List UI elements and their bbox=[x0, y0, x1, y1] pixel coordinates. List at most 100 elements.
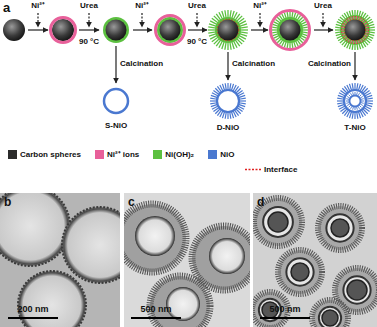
spike bbox=[222, 11, 224, 19]
nioh2-shell bbox=[215, 17, 241, 43]
arrow bbox=[88, 13, 89, 27]
legend-text: Ni²⁺ ions bbox=[107, 151, 139, 159]
interface bbox=[342, 17, 369, 44]
spikes bbox=[272, 12, 308, 48]
middle-shell bbox=[319, 307, 341, 327]
spike bbox=[342, 24, 345, 25]
scale-bar-label: 500 nm bbox=[269, 305, 300, 314]
spike bbox=[349, 95, 351, 97]
spike bbox=[346, 101, 349, 102]
scale-bar bbox=[260, 317, 310, 319]
fuzzy-shell bbox=[278, 250, 322, 294]
interface bbox=[217, 19, 239, 41]
ni-ion-layer bbox=[271, 11, 310, 50]
panel-gap bbox=[250, 193, 253, 327]
spike bbox=[227, 42, 228, 50]
middle-shell bbox=[286, 258, 313, 285]
d-nio-shell bbox=[217, 90, 239, 112]
arrow bbox=[322, 13, 323, 27]
reagent-label: Urea bbox=[80, 2, 98, 10]
tem-image-c bbox=[124, 193, 250, 327]
spike bbox=[209, 34, 217, 36]
spike bbox=[225, 42, 226, 50]
reagent-label: Ni²⁺ bbox=[31, 2, 45, 10]
arrow bbox=[227, 52, 228, 80]
panel-letter: d bbox=[257, 196, 264, 208]
carbon-sphere bbox=[52, 19, 74, 41]
reagent-label: Urea bbox=[188, 2, 206, 10]
spike bbox=[351, 106, 353, 109]
fuzzy-shell bbox=[312, 300, 348, 327]
spike bbox=[208, 27, 216, 28]
panel-gap bbox=[120, 193, 123, 327]
arrow bbox=[115, 46, 116, 83]
middle-shell bbox=[343, 276, 370, 303]
spike bbox=[364, 36, 366, 38]
legend-swatch bbox=[95, 150, 104, 159]
carbon-sphere bbox=[106, 20, 127, 41]
spike bbox=[358, 40, 360, 43]
product-label: T-NiO bbox=[344, 124, 365, 132]
step-label: Calcination bbox=[232, 60, 275, 68]
legend-swatch bbox=[153, 150, 162, 159]
product-label: S-NiO bbox=[105, 122, 127, 130]
spike bbox=[344, 22, 346, 24]
scale-bar-label: 500 nm bbox=[140, 305, 171, 314]
spike bbox=[232, 41, 234, 49]
arrow bbox=[28, 29, 48, 30]
step-label: Calcination bbox=[120, 60, 163, 68]
spikes bbox=[341, 16, 369, 44]
inner-shell bbox=[268, 212, 288, 232]
legend-text: Ni(OH)₂ bbox=[165, 151, 194, 159]
synthesis-scheme bbox=[3, 10, 375, 119]
carbon-sphere bbox=[345, 20, 366, 41]
tem-image-b bbox=[0, 193, 121, 327]
spike bbox=[239, 24, 247, 26]
spikes bbox=[337, 83, 373, 119]
fuzzy-shell bbox=[150, 276, 210, 327]
fuzzy-shell bbox=[124, 204, 186, 272]
interface-sample bbox=[245, 169, 261, 171]
arrow bbox=[259, 13, 260, 27]
legend-swatch bbox=[208, 150, 217, 159]
carbon-sphere bbox=[280, 20, 301, 41]
spike bbox=[358, 93, 360, 96]
spike bbox=[347, 97, 350, 99]
spike bbox=[347, 104, 350, 106]
inner-shell bbox=[347, 280, 367, 300]
t-nio-inner-shell bbox=[350, 96, 361, 107]
arrow bbox=[196, 13, 197, 27]
arrow bbox=[133, 29, 152, 30]
nioh2-shell bbox=[340, 15, 370, 45]
spike bbox=[225, 10, 226, 18]
legend-item: Carbon spheres bbox=[8, 150, 81, 159]
spikes bbox=[210, 83, 246, 119]
scale-bar bbox=[131, 317, 181, 319]
spike bbox=[355, 107, 356, 110]
spike bbox=[360, 97, 363, 99]
legend-item: NiO bbox=[208, 150, 234, 159]
legend-text: Interface bbox=[264, 166, 297, 174]
spike bbox=[355, 92, 356, 95]
spike bbox=[358, 106, 360, 109]
legend-line-sample bbox=[245, 165, 261, 174]
spike bbox=[240, 32, 248, 33]
spike bbox=[350, 17, 352, 20]
legend-item: Ni²⁺ ions bbox=[95, 150, 139, 159]
spikes bbox=[208, 10, 248, 50]
spike bbox=[240, 29, 248, 30]
arrow bbox=[37, 13, 38, 27]
hollow-core bbox=[166, 287, 200, 321]
panel-letter: a bbox=[3, 1, 10, 14]
legend-item: Ni(OH)₂ bbox=[153, 150, 194, 159]
hollow-core bbox=[135, 216, 175, 256]
s-nio-shell bbox=[104, 89, 128, 113]
spike bbox=[208, 32, 216, 33]
condition-label: 90 °C bbox=[79, 38, 99, 46]
arrow bbox=[188, 29, 207, 30]
middle-shell bbox=[326, 214, 353, 241]
inner-shell bbox=[322, 310, 338, 326]
spike bbox=[227, 10, 228, 18]
reagent-label: Ni²⁺ bbox=[135, 2, 149, 10]
